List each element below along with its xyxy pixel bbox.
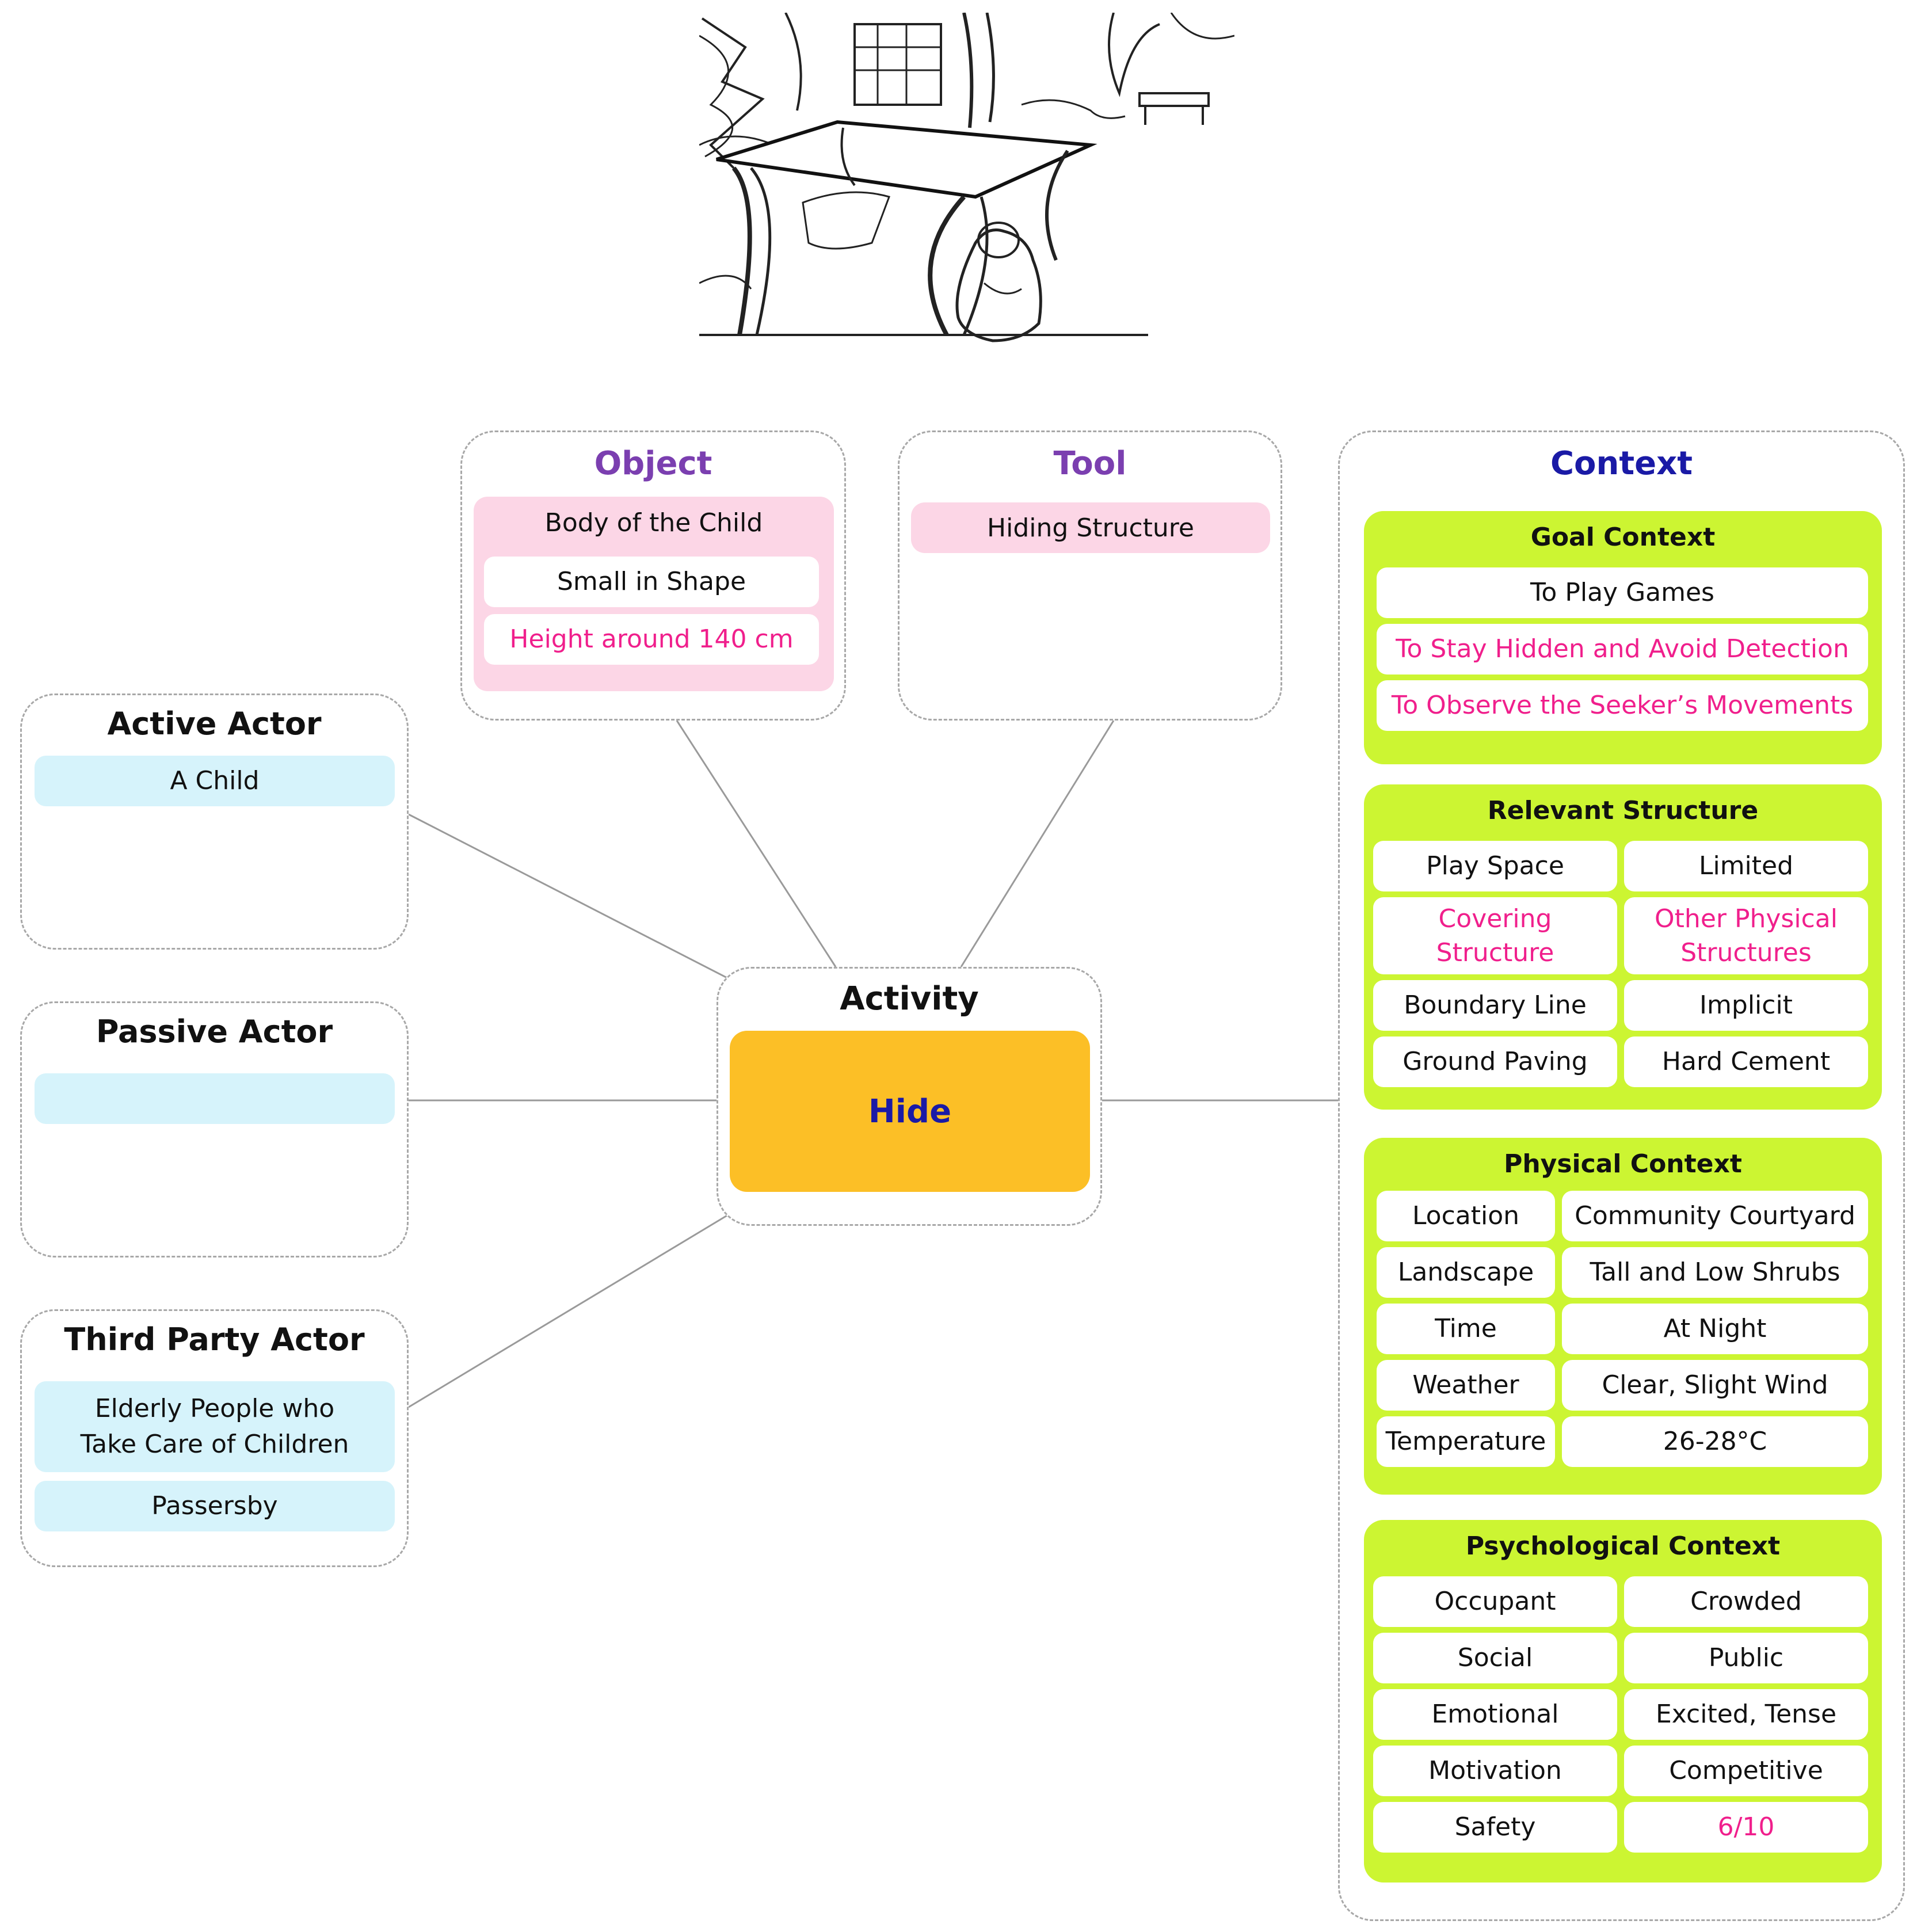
- active-actor-panel: Active Actor A Child: [20, 693, 409, 950]
- object-main: Body of the Child: [544, 508, 763, 538]
- tool-title: Tool: [1053, 445, 1127, 482]
- passive-actor-title: Passive Actor: [96, 1013, 333, 1050]
- structure-value: Hard Cement: [1624, 1037, 1868, 1087]
- activity-box: Hide: [730, 1031, 1090, 1192]
- context-title: Context: [1550, 445, 1693, 482]
- activity-value: Hide: [868, 1092, 952, 1130]
- object-box: Body of the Child Small in Shape Height …: [474, 497, 834, 691]
- physical-key: Location: [1377, 1191, 1555, 1241]
- goal-item: To Play Games: [1377, 567, 1868, 618]
- psych-key: Social: [1373, 1633, 1617, 1683]
- psych-value: Crowded: [1624, 1576, 1868, 1627]
- psych-value: Public: [1624, 1633, 1868, 1683]
- goal-item: To Observe the Seeker’s Movements: [1377, 680, 1868, 731]
- third-party-item-elderly: Elderly People who Take Care of Children: [35, 1381, 395, 1472]
- psych-key: Motivation: [1373, 1746, 1617, 1796]
- physical-context-group: Physical Context Location Community Cour…: [1364, 1138, 1882, 1495]
- physical-key: Temperature: [1377, 1416, 1555, 1467]
- tool-item: Hiding Structure: [911, 502, 1270, 553]
- active-actor-title: Active Actor: [107, 706, 322, 742]
- physical-value: Community Courtyard: [1562, 1191, 1868, 1241]
- passive-actor-item: [35, 1073, 395, 1124]
- structure-key: Play Space: [1373, 841, 1617, 891]
- object-attr-shape: Small in Shape: [484, 557, 819, 607]
- structure-key: Covering Structure: [1373, 897, 1617, 974]
- relevant-structure-group: Relevant Structure Play Space Limited Co…: [1364, 784, 1882, 1110]
- physical-context-title: Physical Context: [1504, 1149, 1742, 1179]
- active-actor-item: A Child: [35, 756, 395, 806]
- context-panel: Context Goal Context To Play Games To St…: [1338, 430, 1905, 1921]
- third-party-actor-title: Third Party Actor: [64, 1321, 365, 1358]
- psychological-context-title: Psychological Context: [1465, 1531, 1781, 1561]
- psych-value: Competitive: [1624, 1746, 1868, 1796]
- park-sketch-illustration: [699, 12, 1235, 358]
- activity-title: Activity: [840, 980, 979, 1018]
- object-panel: Object Body of the Child Small in Shape …: [460, 430, 846, 721]
- psych-key: Emotional: [1373, 1689, 1617, 1740]
- goal-context-group: Goal Context To Play Games To Stay Hidde…: [1364, 511, 1882, 764]
- third-party-actor-panel: Third Party Actor Elderly People who Tak…: [20, 1309, 409, 1567]
- third-party-item-passersby: Passersby: [35, 1481, 395, 1531]
- physical-value: Clear, Slight Wind: [1562, 1360, 1868, 1411]
- psychological-context-group: Psychological Context Occupant Crowded S…: [1364, 1520, 1882, 1883]
- tool-panel: Tool Hiding Structure: [898, 430, 1282, 721]
- tool-item-label: Hiding Structure: [987, 513, 1194, 543]
- physical-value: 26-28°C: [1562, 1416, 1868, 1467]
- structure-key: Boundary Line: [1373, 980, 1617, 1031]
- physical-key: Weather: [1377, 1360, 1555, 1411]
- structure-value: Implicit: [1624, 980, 1868, 1031]
- object-title: Object: [594, 445, 712, 482]
- goal-item: To Stay Hidden and Avoid Detection: [1377, 624, 1868, 675]
- physical-value: At Night: [1562, 1304, 1868, 1354]
- activity-panel: Activity Hide: [717, 967, 1102, 1226]
- physical-value: Tall and Low Shrubs: [1562, 1247, 1868, 1298]
- physical-key: Time: [1377, 1304, 1555, 1354]
- goal-context-title: Goal Context: [1530, 523, 1716, 552]
- relevant-structure-title: Relevant Structure: [1487, 796, 1759, 825]
- structure-key: Ground Paving: [1373, 1037, 1617, 1087]
- psych-key: Safety: [1373, 1802, 1617, 1853]
- psych-value: Excited, Tense: [1624, 1689, 1868, 1740]
- structure-value: Limited: [1624, 841, 1868, 891]
- physical-key: Landscape: [1377, 1247, 1555, 1298]
- structure-value: Other Physical Structures: [1624, 897, 1868, 974]
- psych-key: Occupant: [1373, 1576, 1617, 1627]
- object-attr-height: Height around 140 cm: [484, 614, 819, 665]
- psych-value-safety: 6/10: [1624, 1802, 1868, 1853]
- passive-actor-panel: Passive Actor: [20, 1001, 409, 1257]
